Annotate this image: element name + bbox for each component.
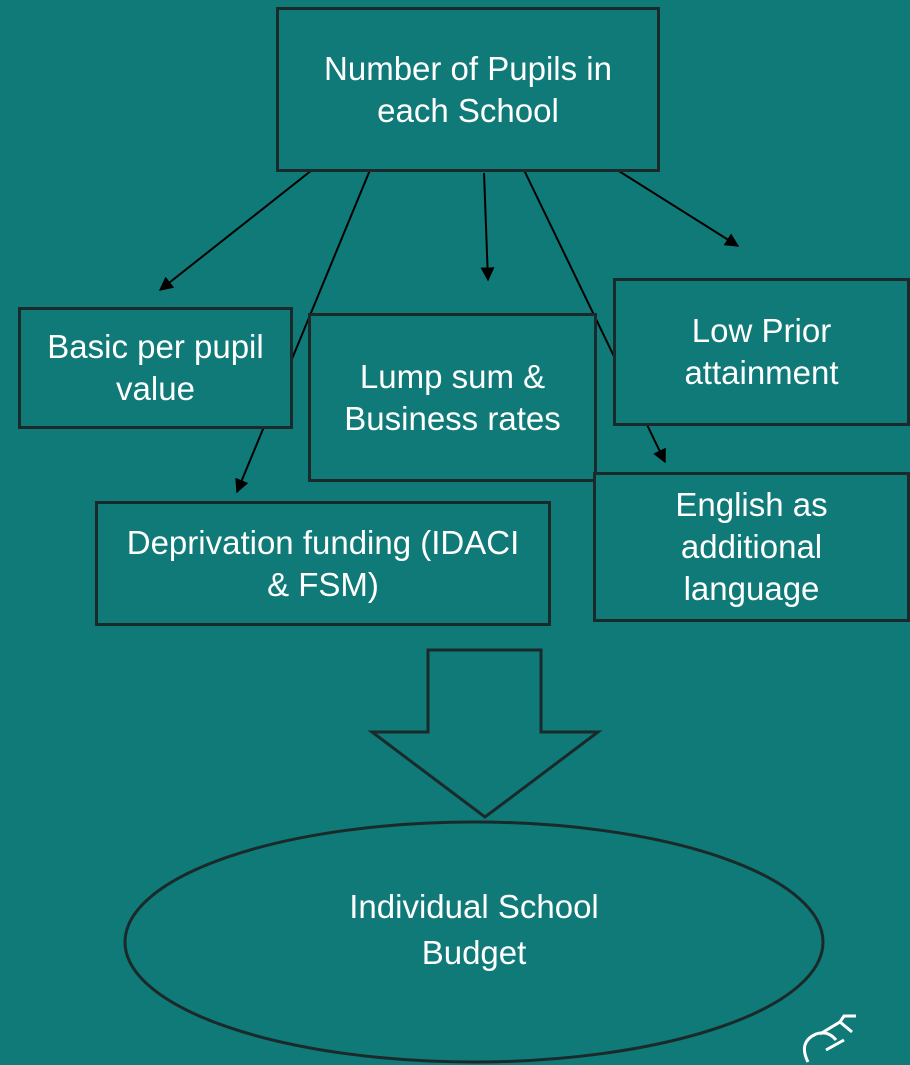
node-budget-label: Individual School Budget [349,888,599,971]
node-deprivation: Deprivation funding (IDACI & FSM) [95,501,551,626]
node-lump: Lump sum & Business rates [308,313,597,482]
flow-down-arrow [367,648,603,819]
arrow-pupils-to-deprivation [235,169,371,494]
node-basic: Basic per pupil value [18,307,293,429]
arrow-pupils-to-lump [480,172,495,282]
recycle-icon [802,1014,856,1063]
node-low-prior: Low Prior attainment [613,278,910,426]
node-eal: English as additional language [593,472,910,622]
budget-ellipse [123,820,825,1064]
arrow-pupils-to-basic [158,169,313,291]
arrow-pupils-to-low-prior [613,167,740,247]
node-pupils: Number of Pupils in each School [276,7,660,172]
